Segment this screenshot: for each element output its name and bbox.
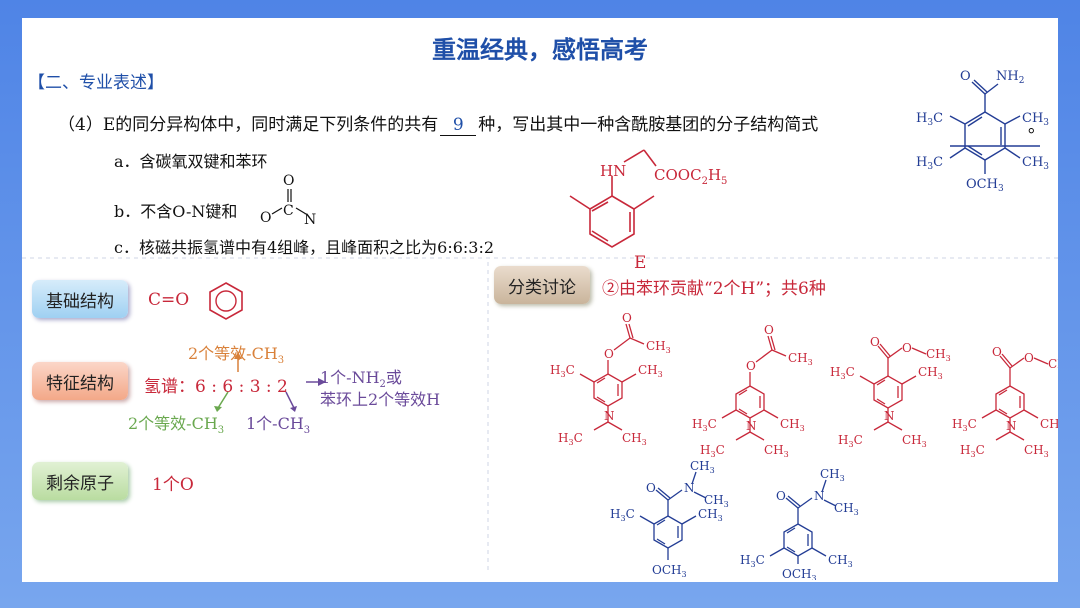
page-title: 重温经典，感悟高考 xyxy=(432,36,648,64)
svg-text:H3C: H3C xyxy=(558,431,583,447)
svg-text:CH3: CH3 xyxy=(828,553,853,569)
svg-text:O: O xyxy=(622,311,632,325)
svg-text:H3C: H3C xyxy=(916,155,943,172)
svg-text:CH3: CH3 xyxy=(704,493,729,509)
svg-text:N: N xyxy=(746,419,757,433)
svg-text:CH3: CH3 xyxy=(902,433,927,449)
svg-text:O: O xyxy=(902,341,912,355)
svg-text:CH3: CH3 xyxy=(1048,357,1058,373)
svg-text:CH3: CH3 xyxy=(918,365,943,381)
basic-structure-formula: C=O xyxy=(148,290,190,310)
svg-text:CH3: CH3 xyxy=(820,467,845,483)
svg-text:CH3: CH3 xyxy=(690,459,715,475)
condition-a: a．含碳氧双键和苯环 xyxy=(114,152,268,171)
svg-text:CH3: CH3 xyxy=(1022,111,1049,128)
question-suffix: 种，写出其中一种含酰胺基团的分子结构简式 xyxy=(478,115,819,135)
condition-b: b．不含O-N键和 xyxy=(114,202,238,221)
slide: 重温经典，感悟高考 【二、专业表述】 （4）E的同分异构体中，同时满足下列条件的… xyxy=(22,18,1058,582)
isomer-structures: OO CH3 H3C CH3 N H3C CH3 OO C xyxy=(550,311,1058,580)
svg-text:OCH3: OCH3 xyxy=(966,177,1004,194)
remaining-atoms-text: 1个O xyxy=(152,475,194,495)
compound-e-structure: HN COOC2H5 E xyxy=(569,149,727,273)
answer-blank: 9 xyxy=(440,115,477,136)
svg-text:N: N xyxy=(814,489,825,503)
isomer-3: O O CH3 H3C CH3 N H3C CH3 xyxy=(830,335,951,449)
svg-text:N: N xyxy=(304,212,316,228)
svg-text:O: O xyxy=(960,69,971,84)
svg-text:CH3: CH3 xyxy=(622,431,647,447)
svg-text:N: N xyxy=(684,481,695,495)
feature-arrows xyxy=(214,352,326,412)
svg-text:CH3: CH3 xyxy=(1040,417,1058,433)
benzene-ring-icon xyxy=(209,282,243,320)
svg-text:CH3: CH3 xyxy=(834,501,859,517)
tag-feature-structure: 特征结构 xyxy=(32,362,128,400)
isomer-6: O N CH3 CH3 H3C CH3 OCH3 xyxy=(740,467,859,580)
svg-text:N: N xyxy=(604,409,615,423)
tag-remaining-atoms: 剩余原子 xyxy=(32,462,128,500)
feature-nmr-ratio: 氢谱：6 : 6 : 3 : 2 xyxy=(144,377,288,397)
isomer-5: O N CH3 CH3 H3C CH3 OCH3 xyxy=(610,459,729,579)
o-c-n-fragment-diagram: O C O N xyxy=(260,173,316,228)
svg-text:CH3: CH3 xyxy=(1022,155,1049,172)
svg-text:H3C: H3C xyxy=(830,365,855,381)
isomer-4: O O CH3 H3C CH3 N H3C CH3 xyxy=(952,345,1058,459)
svg-text:O: O xyxy=(1024,351,1034,365)
compound-e-label: E xyxy=(634,253,646,273)
question-end: 。 xyxy=(1028,117,1045,137)
discussion-text: ②由苯环贡献“2个H”；共6种 xyxy=(602,279,826,299)
compound-e-nh: HN xyxy=(600,162,626,180)
svg-text:O: O xyxy=(260,210,271,226)
feature-right-note-2: 苯环上2个等效H xyxy=(320,390,441,409)
svg-text:H3C: H3C xyxy=(960,443,985,459)
feature-right-note-1: 1个-NH2或 xyxy=(320,368,402,391)
section-heading: 【二、专业表述】 xyxy=(28,73,164,93)
tag-basic-structure: 基础结构 xyxy=(32,280,128,318)
svg-text:CH3: CH3 xyxy=(926,347,951,363)
svg-text:O: O xyxy=(283,173,294,189)
feature-bottom-left-note: 2个等效-CH3 xyxy=(128,414,225,437)
svg-text:O: O xyxy=(604,347,614,361)
tag-discussion: 分类讨论 xyxy=(494,266,590,304)
svg-text:H3C: H3C xyxy=(952,417,977,433)
svg-text:CH3: CH3 xyxy=(1024,443,1049,459)
feature-top-note: 2个等效-CH3 xyxy=(188,344,285,367)
svg-text:OCH3: OCH3 xyxy=(652,563,687,579)
svg-text:N: N xyxy=(1006,419,1017,433)
svg-text:CH3: CH3 xyxy=(764,443,789,459)
svg-text:C: C xyxy=(283,203,294,219)
svg-text:OCH3: OCH3 xyxy=(782,567,817,580)
svg-text:CH3: CH3 xyxy=(646,339,671,355)
isomer-1: O O CH3 H3C CH3 N H3C CH3 xyxy=(550,311,671,447)
svg-text:H3C: H3C xyxy=(838,433,863,449)
svg-text:O: O xyxy=(870,335,880,349)
svg-text:O: O xyxy=(776,489,786,503)
svg-text:O: O xyxy=(992,345,1002,359)
svg-text:NH2: NH2 xyxy=(996,69,1024,86)
svg-text:H3C: H3C xyxy=(692,417,717,433)
svg-text:N: N xyxy=(884,409,895,423)
isomer-2: O O CH3 H3C CH3 N H3C CH3 xyxy=(692,323,813,459)
svg-text:CH3: CH3 xyxy=(698,507,723,523)
svg-text:CH3: CH3 xyxy=(638,363,663,379)
svg-text:CH3: CH3 xyxy=(788,351,813,367)
feature-bottom-mid-note: 1个-CH3 xyxy=(246,414,311,437)
svg-text:O: O xyxy=(646,481,656,495)
svg-text:H3C: H3C xyxy=(740,553,765,569)
svg-text:O: O xyxy=(746,359,756,373)
svg-text:H3C: H3C xyxy=(610,507,635,523)
svg-text:H3C: H3C xyxy=(550,363,575,379)
compound-e-ester: COOC2H5 xyxy=(654,166,727,187)
svg-text:O: O xyxy=(764,323,774,337)
question-prefix: （4）E的同分异构体中，同时满足下列条件的共有 xyxy=(58,115,439,135)
svg-text:H3C: H3C xyxy=(700,443,725,459)
svg-text:CH3: CH3 xyxy=(780,417,805,433)
amide-answer-structure: O NH2 H3C CH3 H3C CH3 OCH3 xyxy=(916,69,1049,194)
svg-text:H3C: H3C xyxy=(916,111,943,128)
dashed-divider xyxy=(22,257,1058,572)
condition-c: c．核磁共振氢谱中有4组峰，且峰面积之比为6:6:3:2 xyxy=(114,238,495,257)
